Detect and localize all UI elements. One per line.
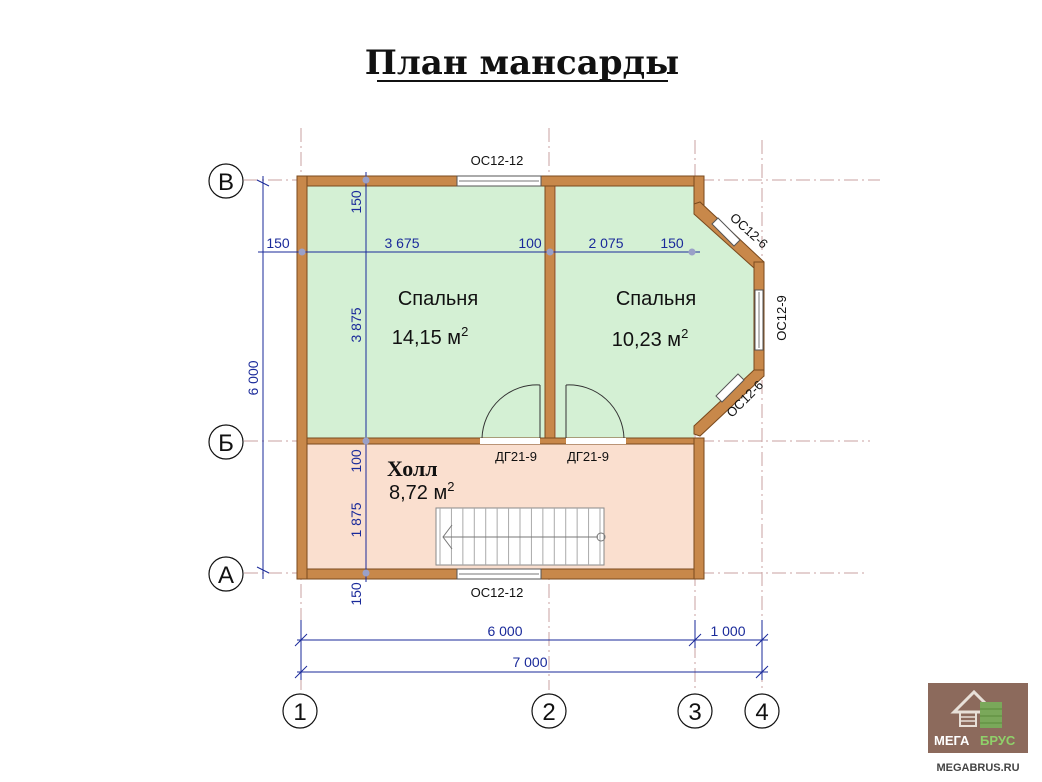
page-title: План мансарды [365,43,680,83]
dim-node [362,176,370,184]
label-window-bottom: ОС12-12 [471,585,524,600]
dim-width-total: 7 000 [512,654,547,670]
dim-wall-right: 150 [660,235,684,251]
svg-text:А: А [218,562,234,589]
axis-marker-row-b: Б [208,424,244,460]
dim-node [362,437,370,445]
dim-node [362,569,370,577]
dim-tick-3a [688,633,702,647]
door-left-opening [480,438,540,444]
room-area-hall: 8,72 м2 [389,479,454,504]
dim-wall-left: 150 [266,235,290,251]
logo-text-mega: МЕГА [934,733,970,748]
wall-bay-lower [693,369,765,437]
window-bay-upper [711,217,741,247]
dim-hall-partition: 100 [348,449,364,473]
logo-site-url: MEGABRUS.RU [936,762,1019,774]
bedroom-2-floor [556,186,754,438]
dim-node [298,248,306,256]
megabrus-logo: МЕГА БРУС MEGABRUS.RU [928,683,1028,774]
logo-text-brus: БРУС [980,733,1016,748]
room-name-bedroom-1: Спальня [398,288,478,310]
windows [456,175,764,580]
dim-width-bay: 1 000 [710,623,745,639]
dim-node [546,248,554,256]
axis-marker-col-4: 4 [744,693,780,729]
dim-tick-4a [755,633,769,647]
wall-partition-vertical [544,185,556,441]
axis-marker-col-2: 2 [531,693,567,729]
dim-tick-bottom [256,566,270,574]
dim-tick-1b [294,665,308,679]
dim-total-height: 6 000 [245,360,261,395]
dim-bottom-wall: 150 [348,582,364,606]
door-left-swing [481,384,541,439]
svg-text:2: 2 [542,699,555,726]
window-bay-lower [715,373,745,403]
dim-width-main: 6 000 [487,623,522,639]
doors [480,384,626,444]
staircase-arrow-head [442,524,453,550]
bedroom-1-floor [307,186,546,438]
dim-tick-top [256,179,270,187]
room-area-bedroom-1: 14,15 м2 [392,324,469,349]
dim-node [688,248,696,256]
axis-marker-row-v: В [208,163,244,199]
wall-left [296,175,308,580]
label-window-bay-middle: ОС12-9 [774,295,789,341]
label-door-right: ДГ21-9 [567,449,609,464]
dim-tick-4b [755,665,769,679]
dim-tick-1a [294,633,308,647]
dim-hall-depth: 1 875 [348,502,364,537]
room-area-bedroom-2: 10,23 м2 [612,326,689,351]
label-window-top: ОС12-12 [471,153,524,168]
staircase [435,507,606,566]
svg-text:В: В [218,169,234,196]
axis-marker-row-a: А [208,556,244,592]
logo-green-block [980,702,1002,728]
dim-room-depth: 3 875 [348,307,364,342]
dim-room1-width: 3 675 [384,235,419,251]
door-right-opening [566,438,626,444]
wall-right-lower [693,437,705,580]
door-right-swing [565,384,625,439]
dim-partition: 100 [518,235,542,251]
room-name-hall: Холл [387,456,438,481]
logo-house-icon [959,711,977,727]
dim-room2-width: 2 075 [588,235,623,251]
axis-marker-col-1: 1 [282,693,318,729]
dimension-nodes [298,176,696,577]
svg-text:1: 1 [293,699,306,726]
svg-text:4: 4 [755,699,768,726]
svg-text:Б: Б [218,430,234,457]
label-door-left: ДГ21-9 [495,449,537,464]
room-name-bedroom-2: Спальня [616,288,696,310]
dim-top-wall: 150 [348,190,364,214]
dimension-lines [256,172,769,680]
axis-marker-col-3: 3 [677,693,713,729]
staircase-start-marker [596,532,606,542]
axis-markers: В Б А 1 2 3 4 [208,163,780,729]
svg-text:3: 3 [688,699,701,726]
